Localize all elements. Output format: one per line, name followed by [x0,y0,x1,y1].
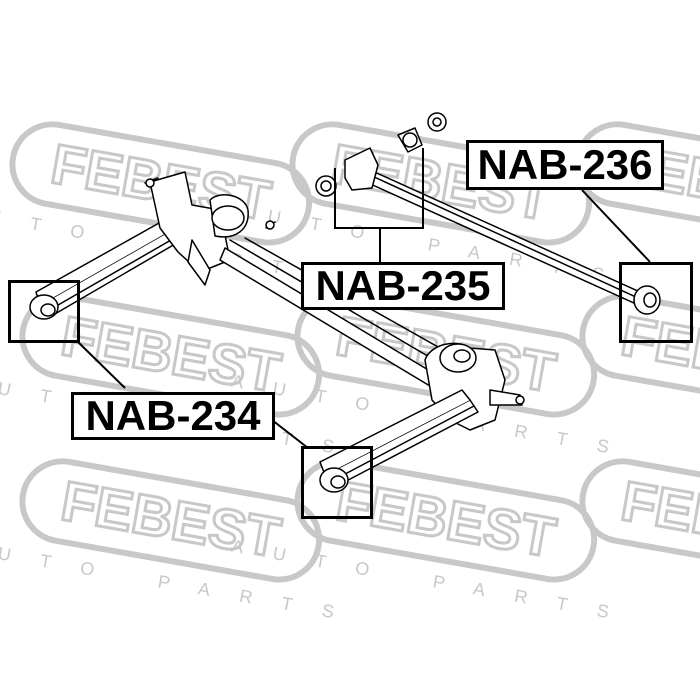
bushing-exploded [315,112,447,197]
leader-line-nab-234-left [77,341,126,389]
callout-label-nab-234[interactable]: NAB-234 [71,392,275,440]
callout-text-nab-235: NAB-235 [315,262,491,309]
rear-axle-drawing [29,112,661,493]
left-trailing-arm [29,217,183,320]
callout-label-nab-235[interactable]: NAB-235 [301,262,505,310]
callout-text-nab-234: NAB-234 [85,392,261,439]
left-hub [144,171,276,286]
part-frame-nab-236[interactable] [619,262,693,343]
callout-label-nab-236[interactable]: NAB-236 [466,140,664,190]
part-frame-nab-234-right[interactable] [301,446,373,519]
leader-line-nab-234-right [271,419,309,449]
callout-text-nab-236: NAB-236 [477,141,653,188]
watermark-far-right-bottom: FEBEST [579,458,700,583]
leader-line-nab-236 [581,189,651,263]
part-frame-nab-234-left[interactable] [8,280,80,343]
leader-lines [77,148,651,449]
right-trailing-arm [319,389,479,493]
